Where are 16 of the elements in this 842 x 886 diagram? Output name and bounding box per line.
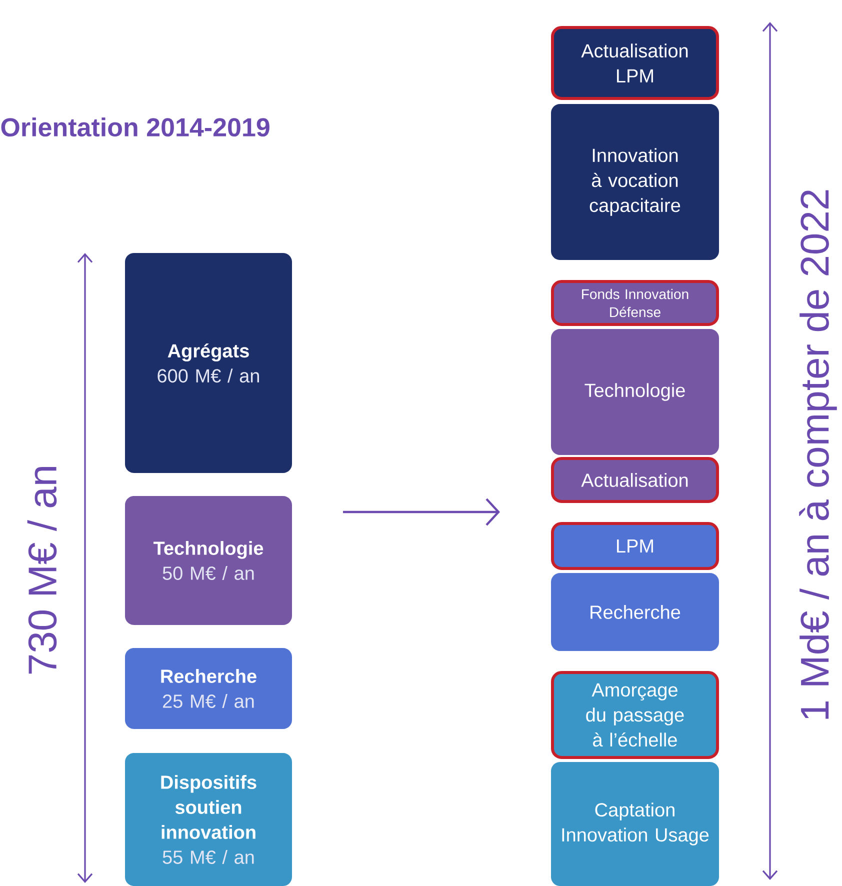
funding-box: LPM bbox=[551, 522, 719, 570]
funding-box: Dispositifs soutien innovation 55 M€ / an bbox=[125, 753, 292, 886]
funding-box: Fonds Innovation Défense bbox=[551, 280, 719, 326]
measure-label: 730 M€ / an bbox=[27, 467, 57, 674]
funding-box: Recherche bbox=[551, 573, 719, 651]
funding-box: Technologie 50 M€ / an bbox=[125, 496, 292, 625]
funding-box: Amorçage du passage à l’échelle bbox=[551, 671, 719, 759]
funding-box: Agrégats 600 M€ / an bbox=[125, 253, 292, 473]
funding-box: Recherche 25 M€ / an bbox=[125, 648, 292, 729]
title: Orientation 2014-2019 bbox=[1, 117, 270, 137]
measure-label: 1 Md€ / an à compter de 2022 bbox=[799, 190, 837, 719]
funding-box: Technologie bbox=[551, 329, 719, 455]
funding-box: Actualisation bbox=[551, 457, 719, 503]
funding-box: Captation Innovation Usage bbox=[551, 762, 719, 886]
funding-box: Innovation à vocation capacitaire bbox=[551, 104, 719, 260]
funding-box: Actualisation LPM bbox=[551, 26, 719, 100]
